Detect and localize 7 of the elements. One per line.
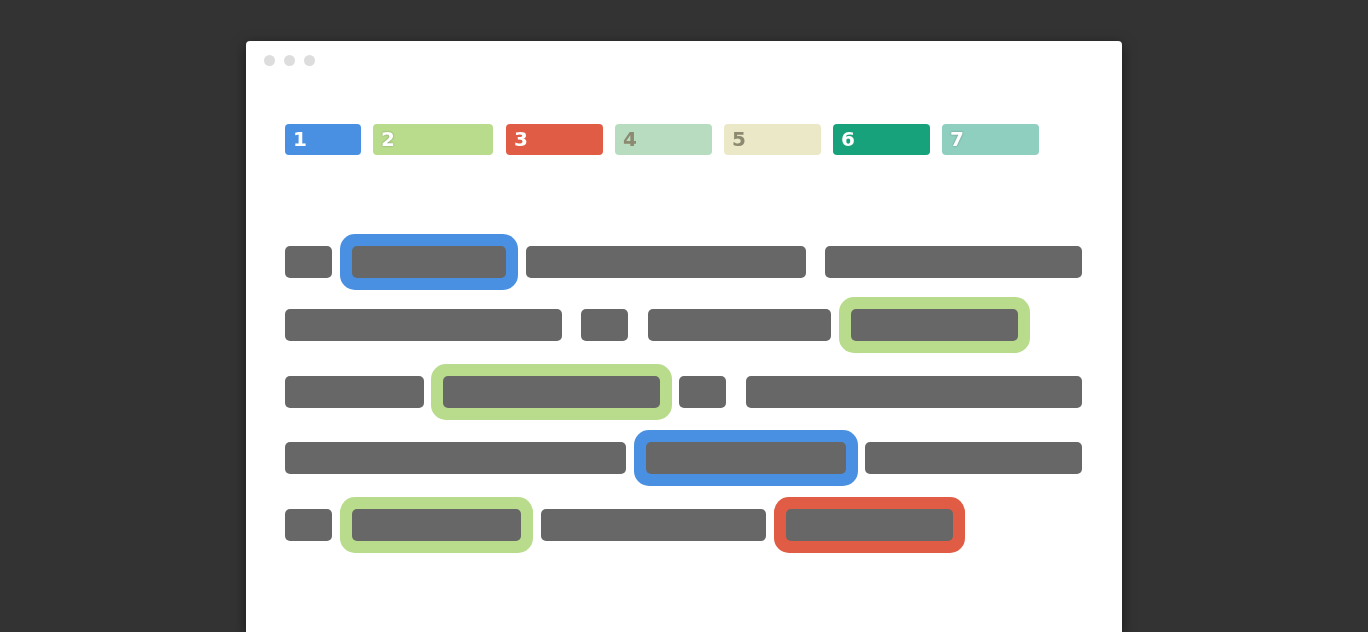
legend-chip: 2 bbox=[373, 124, 493, 155]
legend-chip: 7 bbox=[942, 124, 1039, 155]
legend-chip: 6 bbox=[833, 124, 930, 155]
legend-chip: 3 bbox=[506, 124, 603, 155]
legend-chip: 1 bbox=[285, 124, 361, 155]
legend-chip: 4 bbox=[615, 124, 712, 155]
legend-chip: 5 bbox=[724, 124, 821, 155]
